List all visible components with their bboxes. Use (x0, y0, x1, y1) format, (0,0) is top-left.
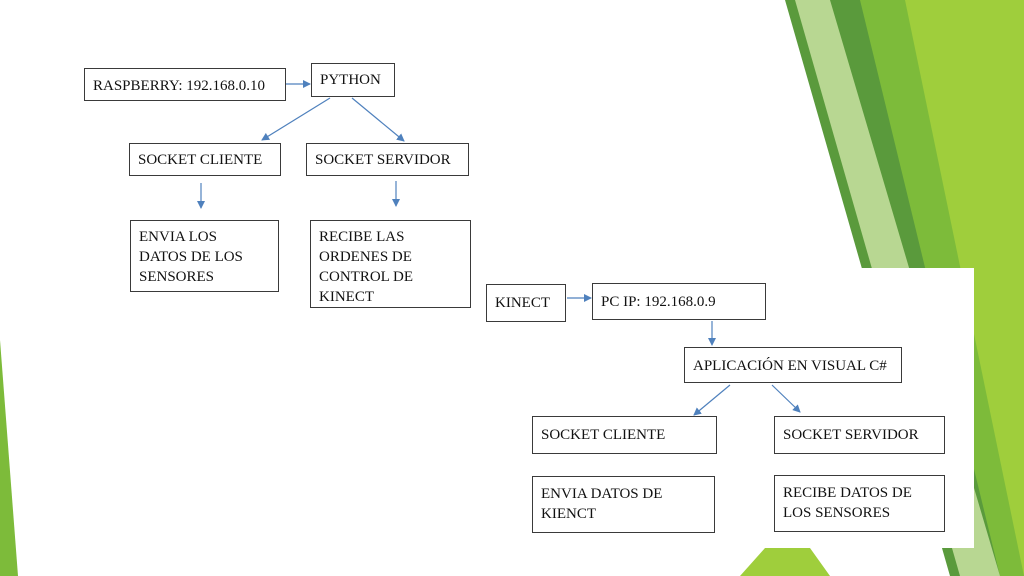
envia-datos-sensores-box: ENVIA LOS DATOS DE LOS SENSORES (130, 220, 279, 292)
socket-cliente-2-box: SOCKET CLIENTE (532, 416, 717, 454)
recibe-ordenes-box: RECIBE LAS ORDENES DE CONTROL DE KINECT (310, 220, 471, 308)
aplicacion-visual-box: APLICACIÓN EN VISUAL C# (684, 347, 902, 383)
socket-cliente-box: SOCKET CLIENTE (129, 143, 281, 176)
kinect-box: KINECT (486, 284, 566, 322)
envia-datos-kinect-box: ENVIA DATOS DE KIENCT (532, 476, 715, 533)
socket-servidor-2-box: SOCKET SERVIDOR (774, 416, 945, 454)
python-box: PYTHON (311, 63, 395, 97)
pc-ip-box: PC IP: 192.168.0.9 (592, 283, 766, 320)
raspberry-box: RASPBERRY: 192.168.0.10 (84, 68, 286, 101)
green-stripe-bottom (740, 520, 830, 576)
recibe-datos-sensores-box: RECIBE DATOS DE LOS SENSORES (774, 475, 945, 532)
green-stripe-left (0, 340, 18, 576)
socket-servidor-box: SOCKET SERVIDOR (306, 143, 469, 176)
